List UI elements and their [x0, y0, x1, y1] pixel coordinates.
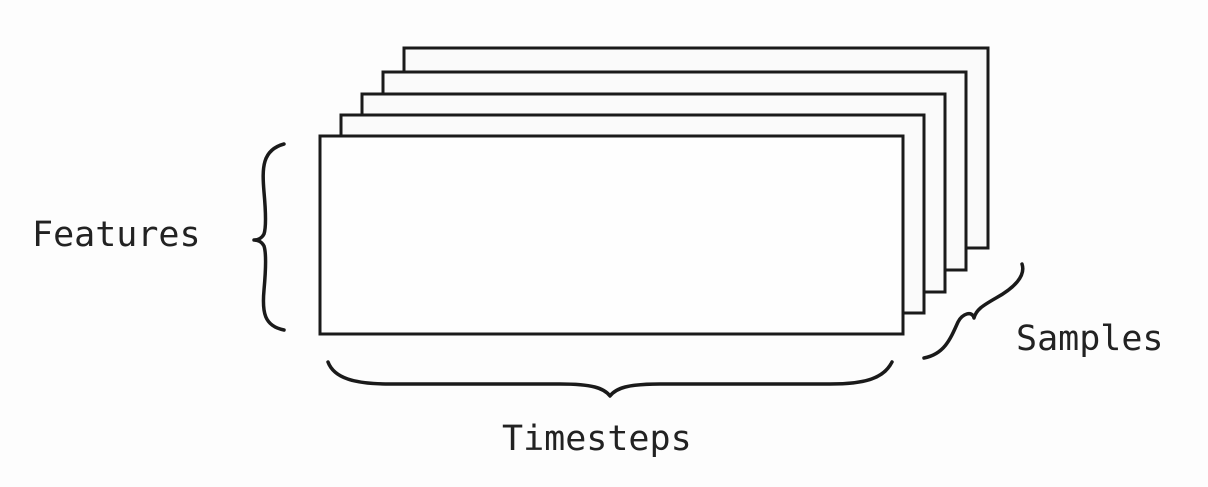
sample-sheet-front [318, 134, 905, 336]
samples-label: Samples [1016, 319, 1164, 359]
timesteps-label: Timesteps [502, 419, 692, 459]
timesteps-brace [326, 360, 894, 398]
features-label: Features [32, 215, 201, 255]
samples-brace [922, 262, 1025, 360]
features-brace [252, 142, 286, 332]
